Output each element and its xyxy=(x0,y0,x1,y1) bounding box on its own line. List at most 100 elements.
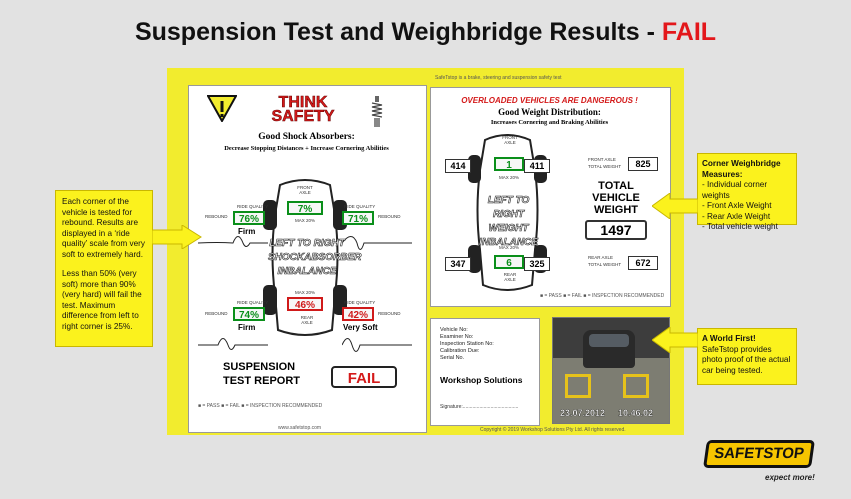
world-first-title: A World First! xyxy=(702,334,756,343)
weighbridge-callout-arrow xyxy=(652,193,698,219)
front-axle-total: 825 xyxy=(628,157,658,171)
rl-ride-quality-label: RIDE QUALITY xyxy=(237,300,269,305)
report-footer: www.safetstop.com xyxy=(278,425,322,431)
world-first-callout-arrow xyxy=(652,327,698,353)
rl-label: Firm xyxy=(238,323,256,332)
fl-rebound-waveform xyxy=(198,236,268,247)
rr-gauge: 42% xyxy=(342,307,374,321)
fail-badge: FAIL xyxy=(331,366,397,388)
imbalance-line-1: LEFT TO RIGHT xyxy=(269,238,345,250)
report-headline: Good Shock Absorbers: xyxy=(258,132,355,142)
fl-ride-quality-label: RIDE QUALITY xyxy=(237,204,269,209)
rebound-callout-p2: Less than 50% (very soft) more than 90% … xyxy=(62,269,142,331)
weight-fr: 411 xyxy=(524,159,550,173)
weighbridge-item-corner: - Individual corner weights xyxy=(702,180,768,200)
weight-rear-axle-label: REAR AXLE xyxy=(503,272,517,282)
weight-imbalance-1: LEFT TO RIGHT xyxy=(487,195,530,221)
front-axle-total-label: FRONT AXLE xyxy=(588,157,616,162)
vehicle-info-panel xyxy=(430,318,540,426)
photo-date: 23.07.2012 xyxy=(560,408,606,418)
page-title: Suspension Test and Weighbridge Results … xyxy=(134,18,717,46)
field-calibration-due: Calibration Due: xyxy=(440,348,480,354)
weight-front-axle-label: FRONT AXLE xyxy=(502,135,518,145)
field-vehicle-no: Vehicle No: xyxy=(440,327,468,333)
fl-rebound-label: REBOUND xyxy=(205,214,228,219)
weighbridge-item-front: - Front Axle Weight xyxy=(702,201,772,210)
front-diff-gauge: 7% xyxy=(287,201,323,215)
world-first-callout: A World First! SafeTstop provides photo … xyxy=(697,328,797,385)
report-title-line-2: TEST REPORT xyxy=(223,375,301,387)
weight-imbalance-2: WEIGHT xyxy=(488,223,529,235)
weight-front-diff: 1 xyxy=(494,157,524,171)
safetstop-logo: SAFETSTOP xyxy=(703,440,815,468)
fr-rebound-label: REBOUND xyxy=(378,214,401,219)
weighbridge-item-total: - Total vehicle weight xyxy=(702,222,778,231)
weight-imbalance-3: INBALANCE xyxy=(479,237,538,249)
think-heading: THINK xyxy=(278,94,328,111)
rl-gauge: 74% xyxy=(233,307,265,321)
weight-rear-max: MAX 20% xyxy=(499,245,520,250)
company-name: Workshop Solutions xyxy=(440,375,523,385)
weight-rear-diff: 6 xyxy=(494,255,524,269)
warning-icon xyxy=(207,95,237,122)
total-title-2: VEHICLE xyxy=(592,192,640,204)
rear-max-label: MAX 20% xyxy=(295,290,316,295)
weight-front-max: MAX 20% xyxy=(499,175,520,180)
field-serial-no: Serial No. xyxy=(440,355,465,361)
overload-banner: OVERLOADED VEHICLES ARE DANGEROUS ! xyxy=(461,96,638,105)
field-examiner-no: Examiner No: xyxy=(440,334,474,340)
front-axle-label: FRONT AXLE xyxy=(297,185,313,195)
rr-ride-quality-label: RIDE QUALITY xyxy=(344,300,376,305)
rear-axle-label: REAR AXLE xyxy=(300,315,314,325)
signature-line: Signature:..............................… xyxy=(440,404,519,410)
car-diagram-weight xyxy=(468,134,547,291)
rebound-callout-arrow xyxy=(152,225,202,249)
world-first-body: SafeTstop provides photo proof of the ac… xyxy=(702,344,791,375)
report-legend: ■ = PASS ■ = FAIL ■ = INSPECTION RECOMME… xyxy=(198,403,323,409)
rebound-callout: Each corner of the vehicle is tested for… xyxy=(55,190,153,347)
weight-rl: 347 xyxy=(445,257,471,271)
rear-axle-total-label: REAR AXLE xyxy=(588,255,614,260)
imbalance-line-2: SHOCKABSORBER xyxy=(268,252,362,264)
total-weight-value: 1497 xyxy=(585,220,647,240)
car-diagram-suspension xyxy=(263,179,347,336)
imbalance-line-3: INBALANCE xyxy=(277,266,337,278)
total-weight-label: TOTAL WEIGHT xyxy=(588,164,622,169)
rr-rebound-waveform xyxy=(342,338,412,352)
logo-tagline: expect more! xyxy=(765,473,815,482)
fl-gauge: 76% xyxy=(233,211,265,225)
shock-absorber-icon xyxy=(371,96,383,127)
rear-diff-gauge: 46% xyxy=(287,297,323,311)
rear-axle-total: 672 xyxy=(628,256,658,270)
total-title-3: WEIGHT xyxy=(594,204,638,216)
report-title-line-1: SUSPENSION xyxy=(223,361,296,373)
weight-rr: 325 xyxy=(524,257,550,271)
photo-time: 10.46.02 xyxy=(618,408,654,418)
weighbridge-callout: Corner Weighbridge Measures: - Individua… xyxy=(697,153,797,231)
total-title-1: TOTAL xyxy=(598,180,634,192)
fail-status: FAIL xyxy=(661,18,717,46)
weight-fl: 414 xyxy=(445,159,471,173)
poster-topline: SafeTstop is a brake, steering and suspe… xyxy=(435,75,562,81)
rr-rebound-label: REBOUND xyxy=(378,311,401,316)
rl-rebound-waveform xyxy=(198,338,268,350)
field-station-no: Inspection Station No: xyxy=(440,341,494,347)
weighbridge-callout-title: Corner Weighbridge Measures: xyxy=(702,159,781,179)
safety-heading: SAFETY xyxy=(271,108,335,125)
rl-rebound-label: REBOUND xyxy=(205,311,228,316)
front-max-label: MAX 20% xyxy=(295,218,316,223)
poster-copyright: Copyright © 2019 Workshop Solutions Pty … xyxy=(480,427,626,433)
weighbridge-item-rear: - Rear Axle Weight xyxy=(702,211,771,221)
weight-legend: ■ = PASS ■ = FAIL ■ = INSPECTION RECOMME… xyxy=(540,293,665,299)
test-car-photo xyxy=(552,317,670,424)
rear-total-weight-label: TOTAL WEIGHT xyxy=(588,262,622,267)
rr-label: Very Soft xyxy=(343,323,378,332)
fl-label: Firm xyxy=(238,227,256,236)
rebound-callout-p1: Each corner of the vehicle is tested for… xyxy=(62,197,145,259)
weight-subline: Increases Cornering and Braking Abilitie… xyxy=(490,119,609,126)
fr-rebound-waveform xyxy=(342,236,412,250)
weight-headline: Good Weight Distribution: xyxy=(498,107,601,117)
fr-gauge: 71% xyxy=(342,211,374,225)
report-subline: Decrease Stopping Distances + Increase C… xyxy=(224,145,389,152)
fr-ride-quality-label: RIDE QUALITY xyxy=(344,204,376,209)
